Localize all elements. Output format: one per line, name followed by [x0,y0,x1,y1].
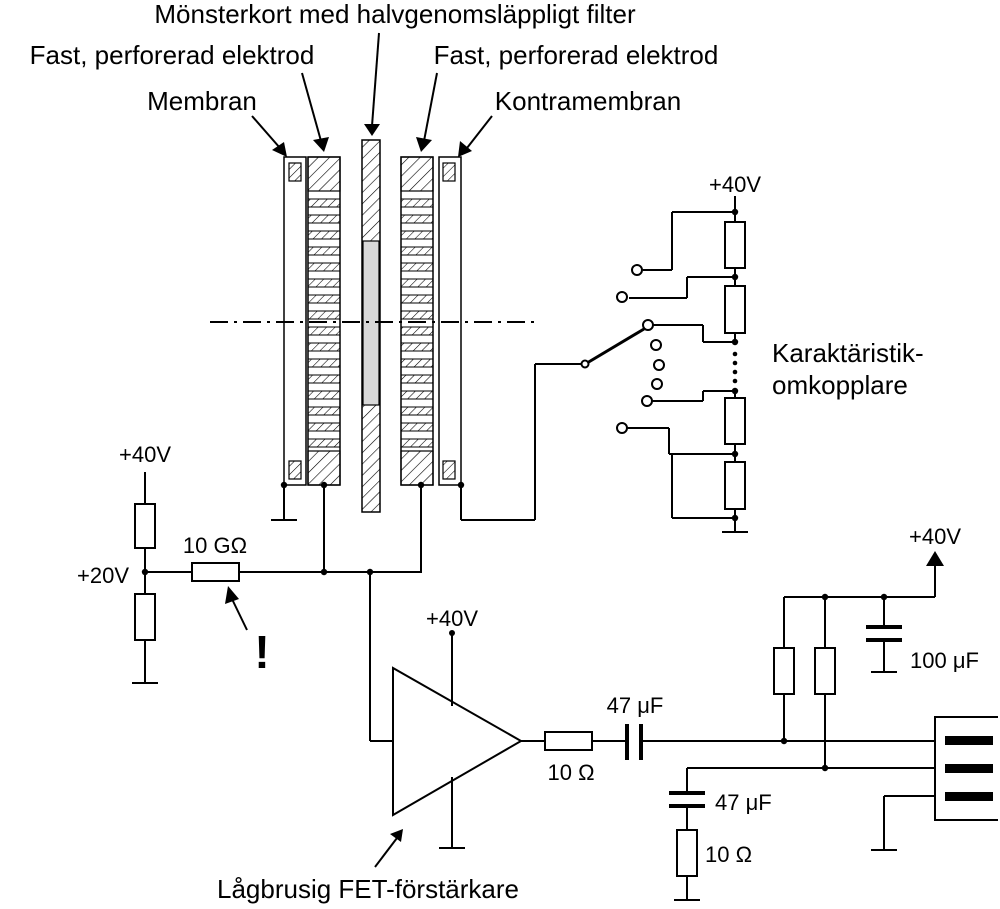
label-amplifier: Lågbrusig FET-förstärkare [217,874,519,904]
label-fixed-electrode-left: Fast, perforerad elektrod [30,40,315,70]
value-v-mid: +20V [77,563,129,588]
value-c-lower: 47 μF [715,790,772,815]
value-v-switch: +40V [709,172,761,197]
value-r-bias: 10 GΩ [183,533,247,558]
label-pcb-filter: Mönsterkort med halvgenomsläppligt filte… [154,0,636,29]
value-r-lower: 10 Ω [705,842,752,867]
label-fixed-electrode-right: Fast, perforerad elektrod [434,40,719,70]
value-r-out: 10 Ω [547,760,594,785]
value-c-supply: 100 μF [910,648,979,673]
fet-amplifier [392,666,524,817]
label-selector-1: Karaktäristik- [772,338,924,368]
electrode-right [400,156,434,486]
value-v-out: +40V [909,524,961,549]
characteristic-switch [580,196,748,533]
warning-mark: ! [254,626,269,678]
wiring: ! [132,363,944,901]
bias-resistor [191,562,240,582]
value-c-out: 47 μF [607,693,664,718]
label-selector-2: omkopplare [772,370,908,400]
label-membrane: Membran [147,86,257,116]
value-v-divider: +40V [119,442,171,467]
capsule [210,139,535,513]
xlr-connector [934,716,998,821]
label-counter-membrane: Kontramembran [495,86,681,116]
pcb-filter [361,139,381,513]
pointer-arrows [251,32,493,157]
value-v-amp: +40V [426,606,478,631]
